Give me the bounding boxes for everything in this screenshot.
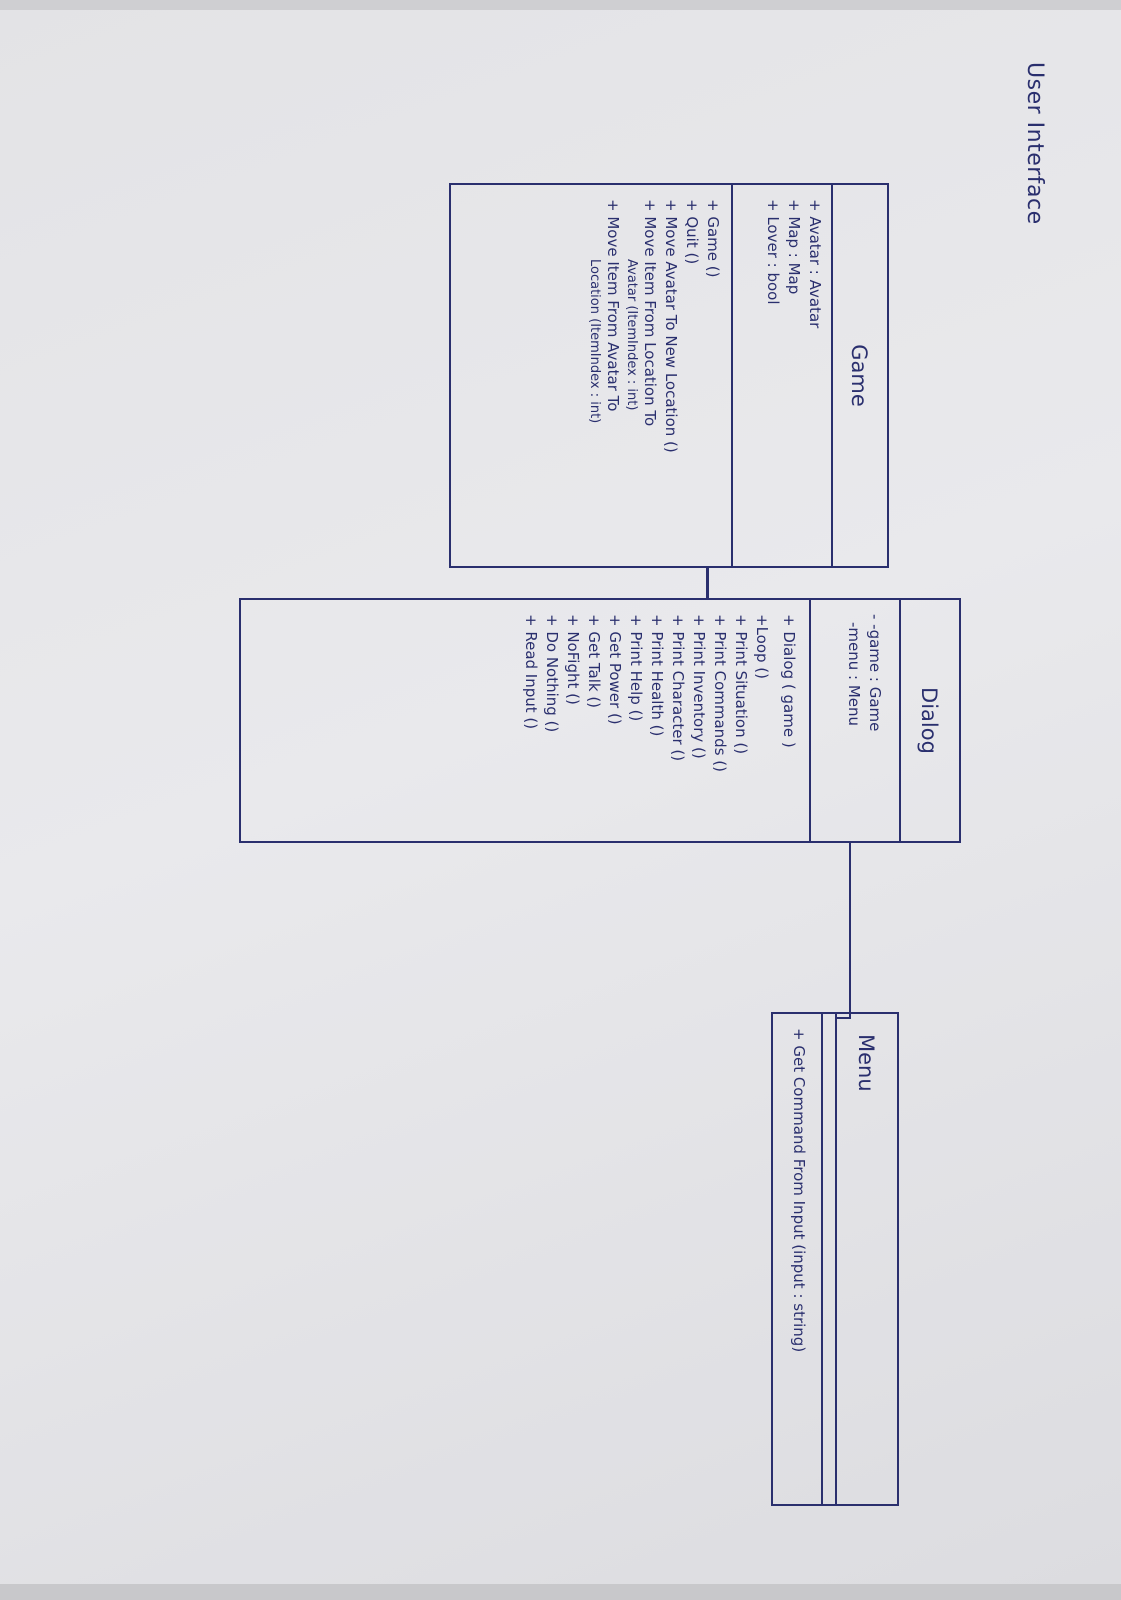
class-dialog-operation: + Dialog ( game ) [780,614,798,748]
class-menu-name: Menu [835,1014,897,1504]
class-dialog-name: Dialog [899,600,959,841]
class-dialog-attribute: - -game : Game [866,614,884,732]
class-game-operation-cont: Location (ItemIndex : int) [587,259,602,424]
class-dialog-operation: + Print Inventory () [690,614,708,759]
class-dialog-operation: + Print Character () [669,614,687,762]
class-dialog-operation: + Print Help () [627,614,645,722]
class-dialog-attributes: - -game : Game -menu : Menu [809,600,899,841]
class-dialog-operation: + Get Power () [606,614,624,725]
diagram-title: User Interface [1022,62,1047,225]
class-dialog-operations: + Dialog ( game ) +Loop () + Print Situa… [514,600,809,841]
class-game-operation: + Move Avatar To New Location () [662,199,680,453]
class-dialog-operation: + Read Input () [522,614,540,730]
class-game-operations: + Game () + Quit () + Move Avatar To New… [580,185,731,566]
class-game-operation-cont: Avatar (ItemIndex : int) [624,259,639,411]
class-menu: Menu + Get Command From Input (input : s… [771,1012,899,1506]
class-game-operation: + Game () [704,199,722,278]
class-menu-operation: + Get Command From Input (input : string… [790,1028,808,1353]
class-menu-operations: + Get Command From Input (input : string… [782,1014,821,1504]
class-game: Game + Avatar : Avatar + Map : Map + Lov… [449,183,889,568]
class-game-attributes: + Avatar : Avatar + Map : Map + Lover : … [731,185,831,566]
class-dialog-operation: + Do Nothing () [543,614,561,733]
association-dialog-menu [849,842,851,1017]
class-game-operation: + Quit () [683,199,701,265]
class-menu-attributes [821,1014,835,1504]
class-game-attribute: + Lover : bool [764,199,782,305]
paper-bottom-edge [0,1584,1121,1600]
class-dialog: Dialog - -game : Game -menu : Menu + Dia… [239,598,961,843]
class-game-operation: + Move Item From Avatar To [604,199,622,412]
class-dialog-operation: + Print Commands () [711,614,729,772]
class-dialog-operation: + Print Health () [648,614,666,737]
class-dialog-operation: + NoFight () [564,614,582,705]
class-dialog-operation: +Loop () [753,614,771,680]
class-game-name: Game [831,185,887,566]
paper-top-edge [0,0,1121,10]
class-game-attribute: + Map : Map [785,199,803,295]
class-game-operation: + Move Item From Location To [641,199,659,427]
class-dialog-operation: + Get Talk () [585,614,603,709]
class-dialog-operation: + Print Situation () [732,614,750,755]
class-game-attribute: + Avatar : Avatar [806,199,824,329]
class-dialog-attribute: -menu : Menu [845,622,863,727]
association-game-dialog [706,566,709,598]
